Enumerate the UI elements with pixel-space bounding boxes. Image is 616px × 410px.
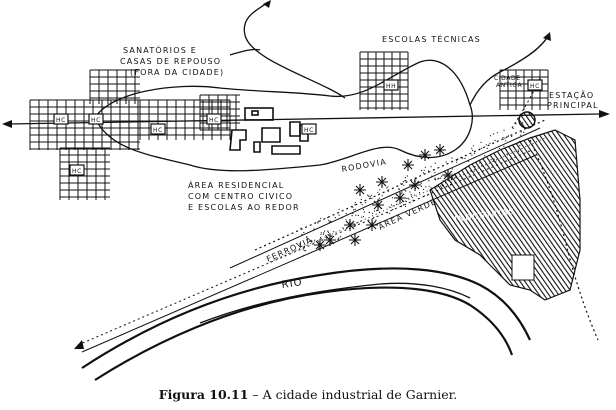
garnier-city-plan-diagram: SANATÓRIOS E CASAS DE REPOUSO (FORA DA C… <box>2 0 610 381</box>
label-sanatorios-2: CASAS DE REPOUSO <box>120 57 221 66</box>
label-cidade-antiga-1: CIDADE <box>494 75 521 82</box>
label-area-residencial-2: COM CENTRO CIVICO <box>188 192 293 201</box>
hc-markers: HC HC HC HC HC HC HH HC <box>53 79 543 176</box>
river-current <box>199 282 471 324</box>
road-to-sanatorium-label <box>229 48 261 56</box>
label-rio: RIO <box>281 277 304 291</box>
label-rodovia: RODOVIA <box>341 157 388 174</box>
industrial-notch <box>511 254 535 281</box>
industrial-zone <box>429 129 581 301</box>
caption-label: Figura 10.11 <box>158 387 249 402</box>
label-area-verde: ÁREA VERDE <box>376 195 438 232</box>
hc-label-4: HC <box>209 117 219 124</box>
label-estacao-2: PRINCIPAL <box>547 101 599 110</box>
caption-text: – A cidade industrial de Garnier. <box>248 387 458 402</box>
sanatorium-road <box>243 1 346 99</box>
hc-label-2: HC <box>91 117 101 124</box>
residential-grid-east <box>359 51 549 110</box>
label-escolas-tecnicas: ESCOLAS TÉCNICAS <box>382 33 481 44</box>
hc-label-3: HC <box>153 127 163 134</box>
west-arrow-icon <box>2 120 12 128</box>
northeast-arrow-icon <box>543 32 551 41</box>
label-sanatorios-1: SANATÓRIOS E <box>123 44 197 55</box>
railway-line-2 <box>229 127 541 269</box>
label-cidade-antiga-2: ANTIGA <box>496 82 523 89</box>
label-ferrovia: FERROVIA <box>265 235 314 263</box>
hc-label-1: HC <box>56 117 66 124</box>
main-station-icon <box>518 111 536 129</box>
east-arrow-icon <box>599 110 610 118</box>
hc-label-8: HC <box>530 83 540 90</box>
green-area-stipple <box>299 122 525 257</box>
north-arrow-icon <box>263 0 271 8</box>
label-sanatorios-3: (FORA DA CIDADE) <box>130 68 224 77</box>
technical-schools-loop <box>469 35 549 106</box>
hc-label-7: HH <box>386 83 396 90</box>
label-estacao-1: ESTAÇÃO <box>549 90 594 100</box>
southwest-arrow-icon <box>74 340 84 349</box>
figure-caption: Figura 10.11 – A cidade industrial de Ga… <box>0 387 616 402</box>
river-bank-north <box>81 267 532 369</box>
sanatorium-loop <box>94 59 473 172</box>
label-area-residencial-1: ÁREA RESIDENCIAL <box>188 179 284 190</box>
river-bank-south <box>94 286 514 381</box>
main-axis-road <box>7 113 601 125</box>
civic-center <box>229 107 309 155</box>
green-area-trees <box>314 144 454 251</box>
hc-label-5: HC <box>304 127 314 134</box>
label-area-residencial-3: E ESCOLAS AO REDOR <box>188 203 300 212</box>
hc-label-6: HC <box>72 168 82 175</box>
